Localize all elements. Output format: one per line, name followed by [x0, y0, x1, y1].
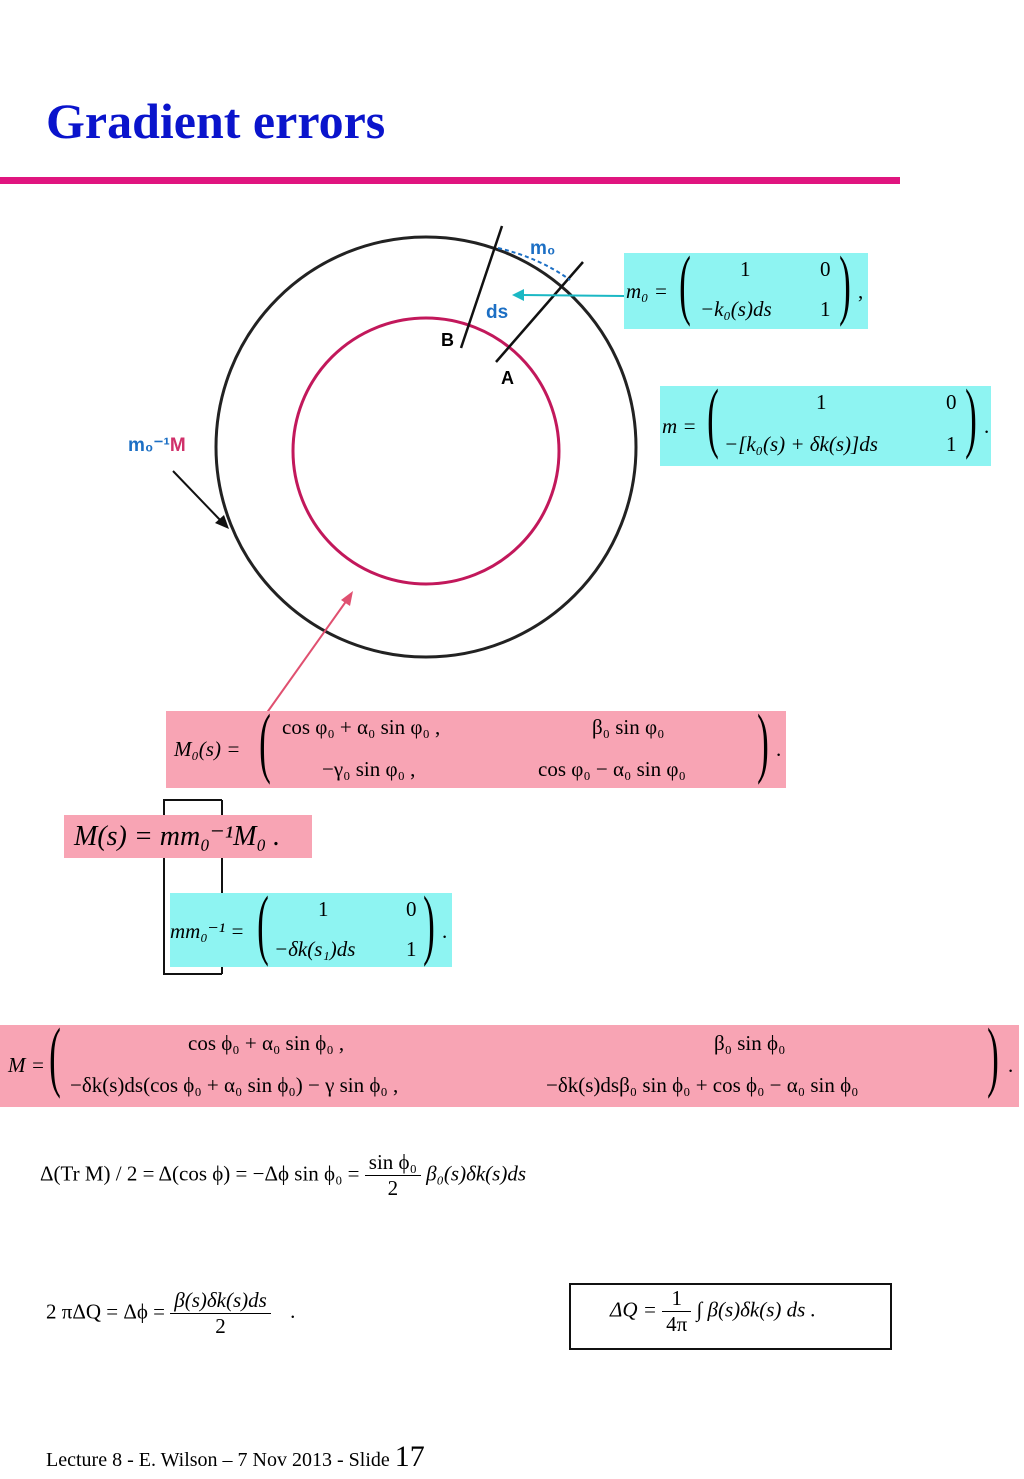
eq-mm0inv-tail: .	[442, 919, 448, 943]
b-line	[459, 225, 504, 349]
page-title: Gradient errors	[46, 93, 386, 149]
eq-mm0inv-r1c1: 1	[318, 897, 329, 921]
eq-M-r1c2: β₀ sin ϕ₀	[714, 1031, 786, 1055]
eq-m-r1c1: 1	[816, 390, 827, 414]
title-underline	[0, 177, 900, 184]
eq-mm0inv-r1c2: 0	[406, 897, 417, 921]
inner-ring	[291, 316, 561, 586]
eq-m0-r1c2: 0	[820, 257, 831, 281]
eq-trace-num: sin ϕ₀	[364, 1150, 421, 1176]
eq-dq-tail: .	[290, 1299, 296, 1324]
eq-trace-rhs: β₀(s)δk(s)ds	[426, 1161, 527, 1186]
black-arrow-head	[215, 515, 229, 529]
eq-trace-den: 2	[387, 1176, 399, 1200]
result-box-border	[569, 1283, 892, 1350]
eq-m-tail: .	[984, 414, 990, 438]
slide-number: 17	[394, 1440, 425, 1473]
eq-M-lhs: M =	[8, 1053, 45, 1077]
eq-trace-lhs: Δ(Tr M) / 2 = Δ(cos ϕ) = −Δϕ sin ϕ₀ =	[40, 1161, 360, 1186]
eq-m-box: m = ( 1 0 −[k₀(s) + δk(s)]ds 1 ) .	[660, 378, 991, 466]
outer-ring	[214, 235, 638, 659]
label-A: A	[501, 368, 514, 388]
eq-mm0inv-box: mm₀⁻¹ = ( 1 0 −δk(s₁)ds 1 ) .	[170, 885, 452, 967]
eq-M-r1c1: cos ϕ₀ + α₀ sin ϕ₀ ,	[188, 1031, 345, 1055]
eq-m-r1c2: 0	[946, 390, 957, 414]
eq-dq-frac: β(s)δk(s)ds 2	[170, 1288, 271, 1339]
eq-M-tail: .	[1008, 1053, 1014, 1077]
eq-M0-tail: .	[776, 737, 782, 761]
eq-m0-tail: ,	[858, 279, 864, 303]
eq-m0-r2c2: 1	[820, 297, 831, 321]
cyan-arrow-line	[521, 294, 625, 297]
eq-dq-lhs: 2 πΔQ = Δϕ =	[46, 1299, 166, 1324]
eq-Ms-text: M(s) = mm₀⁻¹M₀ .	[74, 821, 281, 852]
eq-mm0inv-r2c1: −δk(s₁)ds	[274, 937, 356, 961]
footer-text: Lecture 8 - E. Wilson – 7 Nov 2013 - Sli…	[46, 1449, 390, 1471]
eq-M-r2c1: −δk(s)ds(cos ϕ₀ + α₀ sin ϕ₀) − γ sin ϕ₀ …	[70, 1073, 399, 1097]
eq-result-lhs: ΔQ =	[610, 1297, 657, 1322]
eq-M0-r2c1: −γ₀ sin φ₀ ,	[322, 757, 416, 781]
label-m0inv: m₀⁻¹	[128, 435, 170, 456]
label-m0inv-M: m₀⁻¹M	[128, 434, 186, 457]
eq-result-rhs: ∫ β(s)δk(s) ds .	[696, 1297, 816, 1322]
cyan-arrow-head	[512, 289, 524, 301]
eq-dq-den: 2	[215, 1314, 226, 1338]
eq-m-lhs: m =	[662, 414, 697, 438]
eq-dq: 2 πΔQ = Δϕ = β(s)δk(s)ds 2 .	[46, 1288, 295, 1339]
eq-m0-box: m₀ = ( 1 0 −k₀(s)ds 1 ) ,	[624, 245, 868, 329]
label-m0: m₀	[530, 238, 556, 259]
eq-M-box: M = ( cos ϕ₀ + α₀ sin ϕ₀ , β₀ sin ϕ₀ −δk…	[0, 1017, 1019, 1107]
label-ds: ds	[486, 302, 509, 323]
eq-m0-lhs: m₀ =	[626, 279, 668, 303]
eq-m-r2c2: 1	[946, 432, 957, 456]
label-B: B	[441, 330, 454, 350]
eq-m0-r2c1: −k₀(s)ds	[700, 297, 772, 321]
eq-m-r2c1: −[k₀(s) + δk(s)]ds	[724, 432, 878, 456]
eq-result: ΔQ = 1 4π ∫ β(s)δk(s) ds .	[610, 1286, 816, 1337]
eq-dq-num: β(s)δk(s)ds	[170, 1288, 271, 1314]
eq-M0-r2c2: cos φ₀ − α₀ sin φ₀	[538, 757, 686, 781]
black-arrow-line	[172, 470, 223, 523]
footer: Lecture 8 - E. Wilson – 7 Nov 2013 - Sli…	[46, 1440, 425, 1474]
eq-Ms-box: M(s) = mm₀⁻¹M₀ .	[64, 815, 312, 858]
eq-M-r2c2: −δk(s)dsβ₀ sin ϕ₀ + cos ϕ₀ − α₀ sin ϕ₀	[546, 1073, 859, 1097]
eq-M0-lhs: M₀(s) =	[174, 737, 241, 761]
red-arrow-line	[265, 599, 348, 715]
eq-result-num: 1	[662, 1286, 692, 1312]
eq-mm0inv-lhs: mm₀⁻¹ =	[170, 919, 245, 943]
m0-arc	[497, 247, 571, 281]
eq-M0-box: M₀(s) = ( cos φ₀ + α₀ sin φ₀ , β₀ sin φ₀…	[166, 703, 786, 788]
eq-trace-frac: sin ϕ₀ 2	[364, 1150, 421, 1201]
eq-result-den: 4π	[666, 1312, 688, 1336]
eq-m0-r1c1: 1	[740, 257, 751, 281]
eq-M0-r1c1: cos φ₀ + α₀ sin φ₀ ,	[282, 715, 441, 739]
a-line	[495, 261, 584, 363]
eq-mm0inv-r2c2: 1	[406, 937, 417, 961]
eq-result-frac: 1 4π	[662, 1286, 692, 1337]
label-M: M	[169, 435, 186, 456]
red-arrow-head	[341, 591, 353, 606]
equation-bracket	[163, 799, 222, 975]
eq-M0-r1c2: β₀ sin φ₀	[592, 715, 665, 739]
eq-trace: Δ(Tr M) / 2 = Δ(cos ϕ) = −Δϕ sin ϕ₀ = si…	[40, 1150, 526, 1201]
